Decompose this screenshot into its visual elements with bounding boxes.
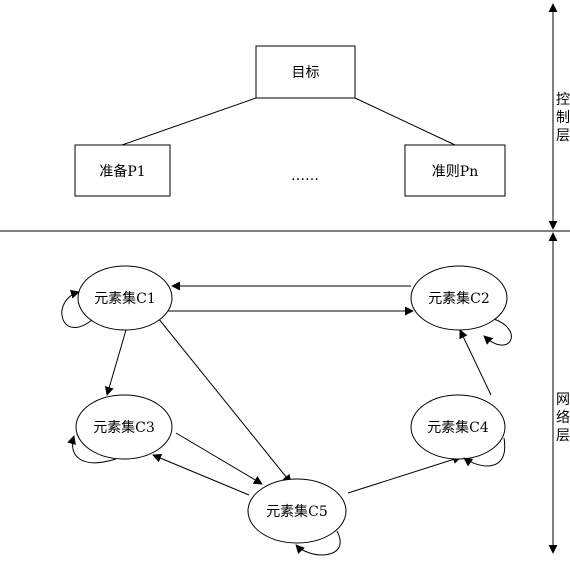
criteria-ellipsis: …… [291,168,319,184]
control-layer-label-char-2: 制 [556,110,570,126]
arrow-c5-to-c4 [347,455,462,494]
goal-to-p1-line [121,97,257,146]
criterion-p1-box [74,144,171,197]
arrow-c4-to-c2 [459,329,492,396]
self-loop-c5 [295,530,341,556]
cluster-c3-ellipse [75,394,173,460]
cluster-c4-label: 元素集C4 [427,419,489,436]
self-loop-c3 [67,435,117,464]
criterion-pn-label: 准则Pn [432,164,478,180]
criterion-pn-box [404,144,506,197]
cluster-c4-ellipse [410,394,506,460]
criterion-p1-label: 准备P1 [99,163,145,180]
network-layer-label-char-2: 络 [556,410,570,426]
self-loop-c2 [483,318,512,346]
cluster-c2-label: 元素集C2 [428,290,490,307]
cluster-c1-label: 元素集C1 [94,290,156,307]
control-layer-label-char-3: 层 [556,128,570,144]
network-layer-label-char-1: 网 [556,392,570,408]
goal-box [255,45,356,99]
network-layer-label-char-3: 层 [556,428,570,444]
arrow-c3-to-c5 [175,432,263,485]
arrow-c5-to-c3 [152,453,250,496]
arrow-c1-to-c3 [104,329,127,396]
cluster-c5-label: 元素集C5 [266,503,328,520]
self-loop-c1 [61,289,93,328]
goal-to-pn-line [354,97,456,146]
arrow-c1-to-c5 [157,317,292,484]
cluster-c5-ellipse [247,478,347,544]
self-loop-c4 [463,437,506,467]
cluster-c3-label: 元素集C3 [93,419,155,436]
goal-label: 目标 [292,65,320,81]
control-layer-label-char-1: 控 [556,92,570,108]
cluster-c2-ellipse [410,265,508,331]
